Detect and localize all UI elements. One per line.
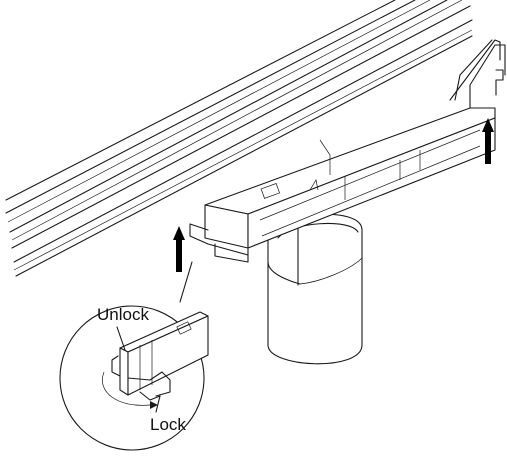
- unlock-label: Unlock: [97, 305, 149, 324]
- track-adapter: [189, 39, 506, 263]
- spotlight-cylinder: [267, 213, 363, 365]
- up-arrow-left: [173, 226, 185, 272]
- ceiling-track-rail: [5, 0, 473, 277]
- lock-callout: Lock: [150, 395, 186, 434]
- detail-leader-line: [179, 261, 193, 303]
- unlock-callout: Unlock: [97, 305, 149, 351]
- detail-zoom-circle: [59, 305, 209, 451]
- up-arrow-right: [482, 118, 494, 164]
- lock-label: Lock: [150, 415, 186, 434]
